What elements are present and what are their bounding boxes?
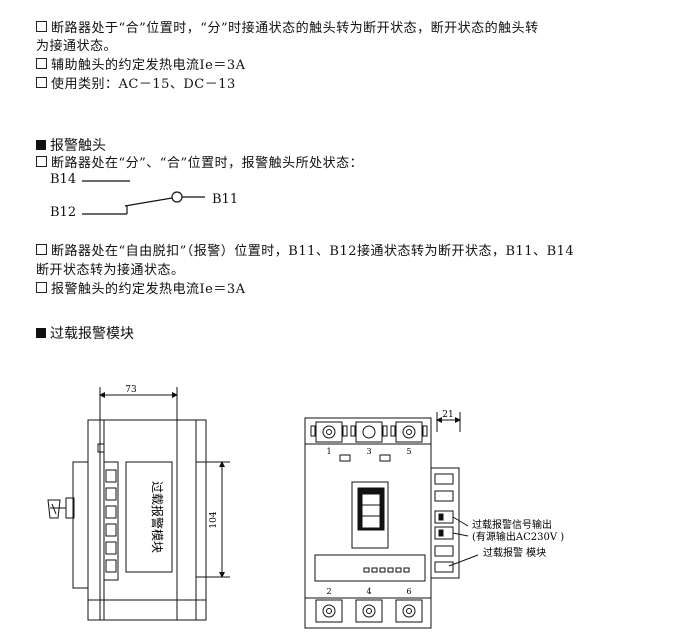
side-view bbox=[47, 387, 230, 621]
checkbox-icon bbox=[36, 58, 47, 69]
front-view bbox=[304, 412, 479, 629]
bullet-square-icon bbox=[36, 140, 46, 150]
terminal-1: 1 bbox=[326, 447, 331, 456]
terminal-3: 3 bbox=[366, 447, 371, 456]
callout-source: (有源输出AC230V ) bbox=[472, 530, 564, 543]
alarm-heading: 报警触头 bbox=[36, 137, 106, 155]
overload-heading-text: 过载报警模块 bbox=[50, 326, 134, 342]
callout-module: 过载报警 模块 bbox=[483, 546, 546, 559]
terminal-4: 4 bbox=[366, 587, 371, 596]
aux-line-1: 断路器处于“合”位置时，“分”时接通状态的触头转为断开状态，断开状态的触头转 bbox=[36, 20, 539, 38]
terminal-5: 5 bbox=[406, 447, 411, 456]
checkbox-icon bbox=[36, 282, 47, 293]
aux-line-2: 辅助触头的约定发热电流Ie＝3A bbox=[36, 57, 246, 75]
aux-line-1-text: 断路器处于“合”位置时，“分”时接通状态的触头转为断开状态，断开状态的触头转 bbox=[51, 21, 539, 36]
alarm-state-line: 断路器处在“分”、“合”位置时，报警触头所处状态： bbox=[36, 155, 363, 173]
checkbox-icon bbox=[36, 77, 47, 88]
dim-73: 73 bbox=[125, 385, 137, 395]
label-b14: B14 bbox=[50, 172, 77, 187]
label-b11: B11 bbox=[212, 192, 239, 207]
alarm-current-text: 报警触头的约定发热电流Ie＝3A bbox=[51, 282, 246, 297]
alarm-trip-line: 断路器处在“自由脱扣”（报警）位置时，B11、B12接通状态转为断开状态，B11… bbox=[36, 243, 574, 261]
alarm-trip-cont: 断开状态转为接通状态。 bbox=[36, 263, 185, 278]
bullet-square-icon bbox=[36, 328, 46, 338]
aux-line-3-text: 使用类别：AC－15、DC－13 bbox=[51, 77, 236, 92]
aux-line-1-cont: 为接通状态。 bbox=[36, 39, 118, 54]
contact-arm bbox=[124, 197, 173, 207]
label-b12: B12 bbox=[50, 205, 77, 220]
overload-heading: 过载报警模块 bbox=[36, 325, 134, 343]
checkbox-icon bbox=[36, 21, 47, 32]
terminal-6: 6 bbox=[406, 587, 411, 596]
aux-line-2-text: 辅助触头的约定发热电流Ie＝3A bbox=[51, 58, 246, 73]
terminal-2: 2 bbox=[326, 587, 331, 596]
checkbox-icon bbox=[36, 156, 47, 167]
alarm-state-text: 断路器处在“分”、“合”位置时，报警触头所处状态： bbox=[51, 156, 364, 171]
dim-104: 104 bbox=[209, 511, 219, 528]
aux-line-3: 使用类别：AC－15、DC－13 bbox=[36, 76, 236, 94]
alarm-heading-text: 报警触头 bbox=[50, 138, 106, 154]
alarm-trip-text: 断路器处在“自由脱扣”（报警）位置时，B11、B12接通状态转为断开状态，B11… bbox=[51, 244, 575, 259]
alarm-current-line: 报警触头的约定发热电流Ie＝3A bbox=[36, 281, 246, 299]
callout-signal: 过载报警信号输出 bbox=[472, 518, 552, 531]
checkbox-icon bbox=[36, 244, 47, 255]
module-label-vertical: 过载报警模块 bbox=[150, 481, 165, 553]
dim-21: 21 bbox=[442, 410, 453, 420]
